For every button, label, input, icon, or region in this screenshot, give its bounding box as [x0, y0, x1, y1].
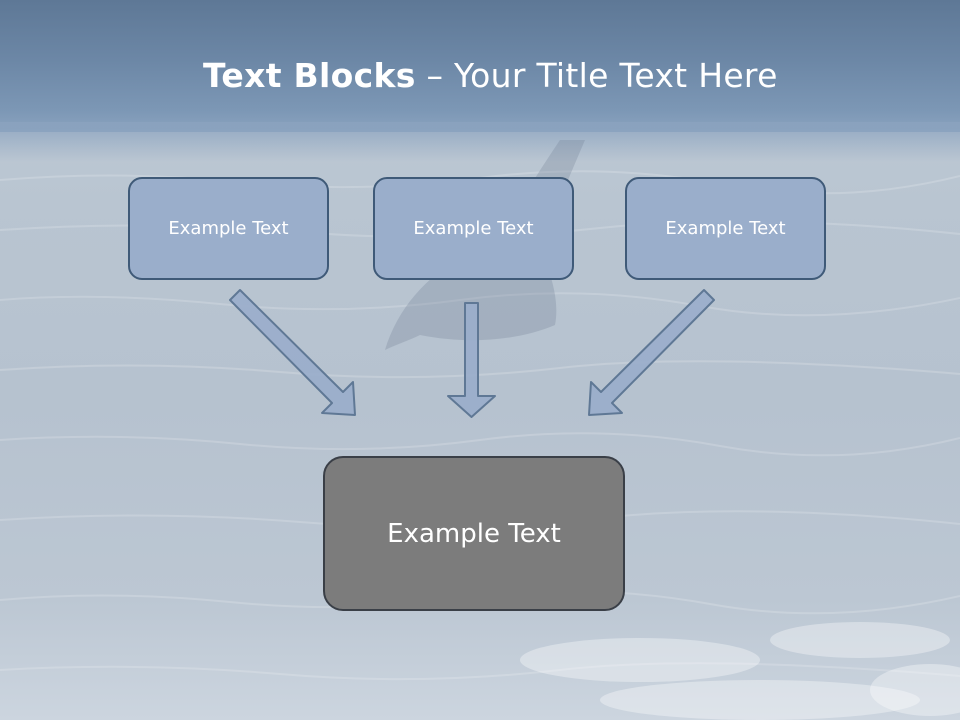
- arrow-center-down[interactable]: [447, 302, 496, 418]
- text-block-top-right[interactable]: Example Text: [625, 177, 826, 280]
- title-band: [0, 0, 960, 132]
- text-block-bottom[interactable]: Example Text: [323, 456, 625, 611]
- arrow-left-diagonal[interactable]: [229, 289, 356, 416]
- text-block-top-left[interactable]: Example Text: [128, 177, 329, 280]
- slide-title: Text Blocks – Your Title Text Here: [203, 54, 778, 98]
- arrow-right-diagonal[interactable]: [588, 289, 715, 416]
- text-block-top-center-label: Example Text: [413, 218, 534, 239]
- horizon-fade: [0, 122, 960, 162]
- title-bold: Text Blocks: [203, 56, 416, 95]
- text-block-top-left-label: Example Text: [168, 218, 289, 239]
- text-block-top-center[interactable]: Example Text: [373, 177, 574, 280]
- text-block-top-right-label: Example Text: [665, 218, 786, 239]
- title-rest: – Your Title Text Here: [415, 56, 778, 95]
- text-block-bottom-label: Example Text: [387, 518, 561, 549]
